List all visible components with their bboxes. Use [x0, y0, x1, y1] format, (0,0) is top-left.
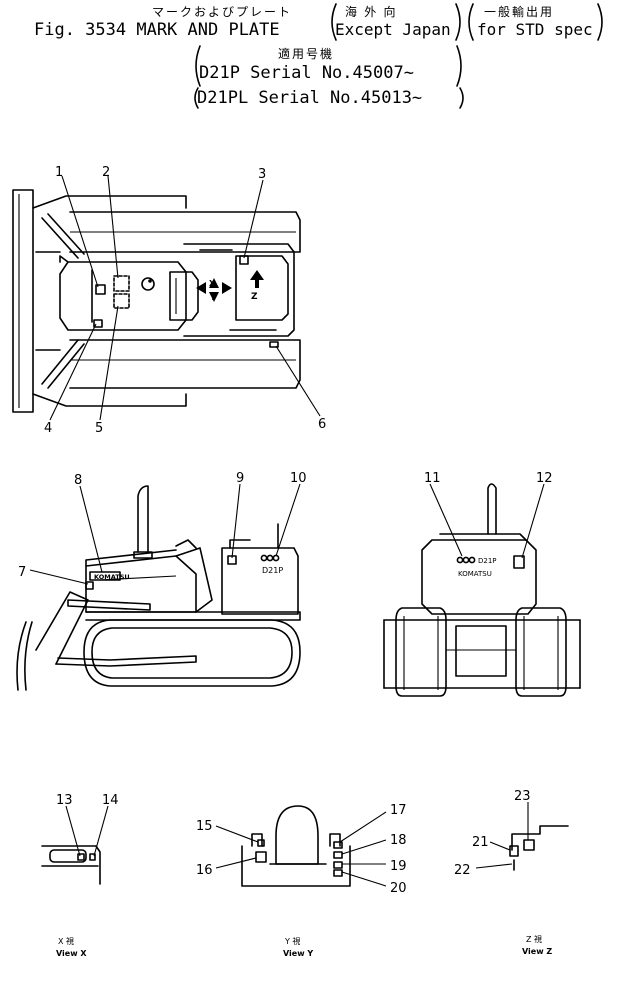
callout-16: 16: [196, 863, 213, 878]
view-z-label: View Z: [522, 947, 552, 956]
callout-8: 8: [74, 473, 82, 488]
view-y-jp: Y 視: [284, 937, 300, 946]
callout-11: 11: [424, 471, 441, 486]
callout-23: 23: [514, 789, 531, 804]
view-captions: X 視 View X Y 視 View Y Z 視 View Z: [56, 935, 552, 958]
except-japan-jp: 海 外 向: [345, 5, 396, 19]
rear-view-dozer: [383, 483, 581, 697]
callout-10: 10: [290, 471, 307, 486]
std-spec: for STD spec: [477, 20, 593, 39]
arrow-y-label: Y: [209, 293, 216, 302]
callout-4: 4: [44, 421, 52, 436]
callout-6: 6: [318, 417, 326, 432]
title-jp: マークおよびプレート: [152, 5, 293, 19]
callout-9: 9: [236, 471, 244, 486]
callout-7: 7: [18, 565, 26, 580]
callout-17: 17: [390, 803, 407, 818]
serial-jp: 適用号機: [278, 47, 335, 61]
callout-12: 12: [536, 471, 553, 486]
callout-3: 3: [258, 167, 266, 182]
plate-lettering: KOMATSU D21P D21P KOMATSU X Y Z: [94, 279, 497, 581]
side-plate-model: D21P: [262, 566, 283, 575]
except-japan: Except Japan: [335, 20, 451, 39]
serial-line-1: D21P Serial No.45007~: [199, 63, 414, 83]
view-x-detail: [41, 805, 109, 885]
callout-19: 19: [390, 859, 407, 874]
std-spec-jp: 一般輸出用: [484, 5, 555, 19]
callout-14: 14: [102, 793, 119, 808]
arrow-z-label: Z: [251, 292, 258, 302]
view-z-detail: [475, 802, 569, 871]
view-x-jp: X 視: [58, 937, 74, 946]
callout-1: 1: [55, 165, 63, 180]
view-x-label: View X: [56, 949, 87, 958]
callout-2: 2: [102, 165, 110, 180]
callout-labels: 1 2 3 4 5 6 7 8 9 10 11 12 13 14 15 16 1…: [18, 165, 553, 896]
arrow-x-label: X: [209, 279, 216, 288]
view-y-detail: [215, 805, 387, 887]
header-brackets: [194, 3, 603, 109]
top-view-dozer: [12, 175, 321, 421]
callout-15: 15: [196, 819, 213, 834]
callout-21: 21: [472, 835, 489, 850]
figure-title: Fig. 3534 MARK AND PLATE: [34, 20, 280, 40]
serial-line-2: D21PL Serial No.45013~: [197, 88, 423, 108]
callout-18: 18: [390, 833, 407, 848]
callout-20: 20: [390, 881, 407, 896]
view-y-label: View Y: [283, 949, 313, 958]
rear-plate-model: D21P: [478, 557, 497, 565]
callout-22: 22: [454, 863, 471, 878]
view-z-jp: Z 視: [526, 935, 542, 944]
side-plate-brand: KOMATSU: [94, 573, 130, 581]
callout-13: 13: [56, 793, 73, 808]
side-view-dozer: [16, 483, 301, 691]
callout-5: 5: [95, 421, 103, 436]
rear-plate-brand: KOMATSU: [458, 570, 492, 578]
